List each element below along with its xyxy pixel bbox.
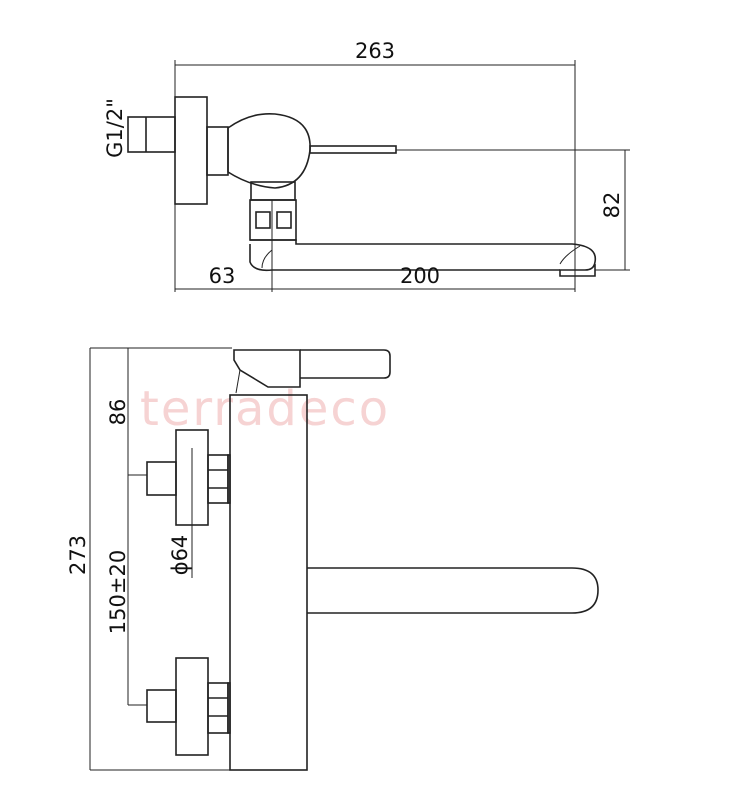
lower-inlet — [146, 657, 231, 756]
wall-flange — [174, 96, 208, 205]
lever — [300, 349, 391, 379]
faucet-top-view — [127, 96, 630, 277]
thread-label: G1/2" — [103, 98, 127, 158]
spout — [250, 239, 597, 277]
height-label: 82 — [600, 192, 624, 219]
dimension-total-height: 273 — [66, 347, 232, 771]
front-view: 273 86 150±20 ϕ64 — [66, 347, 599, 771]
mixer-body — [229, 394, 308, 771]
dimension-bottom: 63 200 — [175, 200, 575, 292]
dimension-flange-diameter: ϕ64 — [168, 448, 193, 578]
mixer-body — [227, 112, 311, 189]
upper-inlet — [146, 429, 231, 526]
lever — [309, 145, 397, 154]
inlet-spacing-label: 150±20 — [106, 550, 130, 634]
dimension-height: 82 — [595, 150, 630, 271]
top-view: 263 G1/2" 82 63 200 — [103, 39, 630, 292]
spout — [307, 567, 599, 614]
spout-length-label: 200 — [400, 264, 440, 288]
dimension-inlets: 86 150±20 — [106, 348, 147, 706]
dimension-total-length: 263 — [174, 39, 576, 292]
nut — [206, 126, 229, 176]
total-length-label: 263 — [355, 39, 395, 63]
watermark: terradeco — [140, 381, 390, 437]
top-to-inlet-label: 86 — [106, 399, 130, 426]
total-height-label: 273 — [66, 535, 90, 575]
faucet-front-view — [146, 349, 599, 771]
flange-diameter-label: ϕ64 — [168, 535, 192, 576]
inlet-pipe — [127, 116, 176, 153]
wall-to-spout-label: 63 — [209, 264, 236, 288]
